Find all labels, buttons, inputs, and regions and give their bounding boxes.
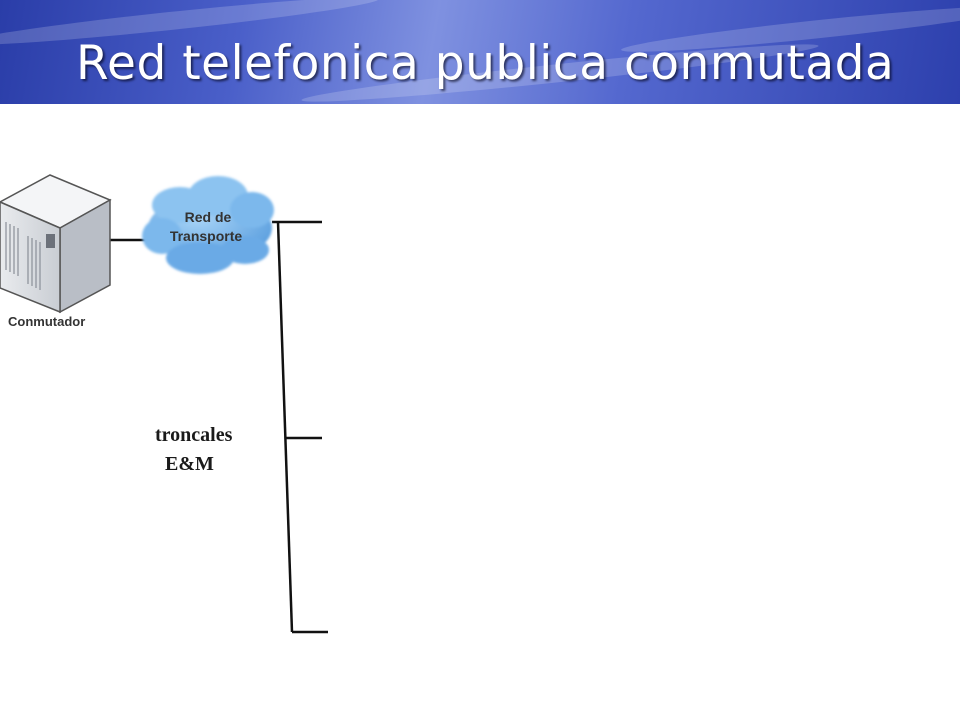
- switch-server: Conmutador: [0, 174, 112, 329]
- transport-cloud: Red de Transporte: [142, 176, 274, 274]
- transport-cloud-label-1: Red de: [185, 209, 232, 225]
- trunks-label-1: troncales: [155, 424, 233, 446]
- server-icon: [0, 174, 112, 314]
- network-diagram: Conmutador Red de Transporte troncales E…: [0, 174, 328, 634]
- transport-cloud-label-2: Transporte: [170, 228, 243, 244]
- cloud-icon: [142, 176, 274, 274]
- title-bar: Red telefonica publica conmutada: [0, 0, 960, 104]
- switch-label: Conmutador: [8, 314, 85, 329]
- trunks-label-2: E&M: [165, 453, 214, 475]
- slide-title: Red telefonica publica conmutada: [76, 36, 895, 91]
